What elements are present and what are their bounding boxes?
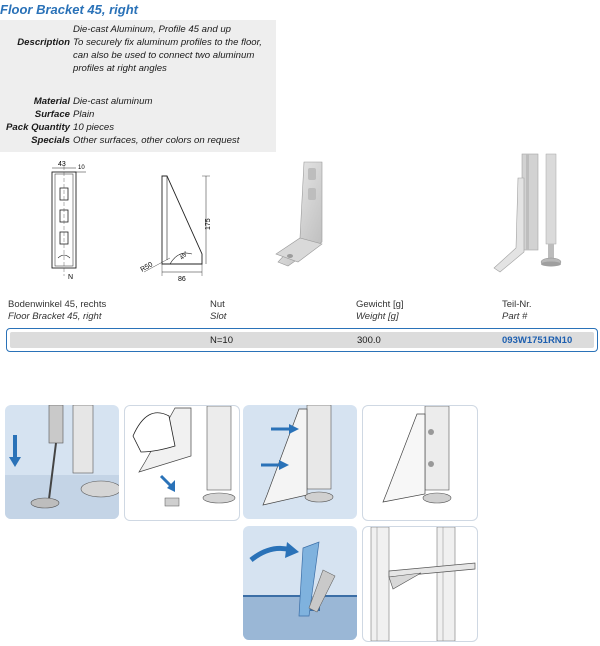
- dim-radius-label: R50: [140, 261, 154, 274]
- dim-angle-label: 45°: [179, 250, 190, 261]
- side-view-drawing: 175 86 R50 45°: [140, 175, 212, 283]
- row-part-number[interactable]: 093W1751RN10: [502, 335, 573, 346]
- row-weight-value: 300.0: [357, 335, 381, 346]
- col-part-en: Part #: [502, 310, 528, 322]
- dim-height-label: 175: [205, 218, 212, 230]
- spec-value: Die-cast Aluminum, Profile 45 and up: [73, 24, 232, 35]
- spec-key: Specials: [31, 135, 70, 146]
- step-cleaning-panel: [243, 526, 357, 640]
- spec-key: Pack Quantity: [6, 122, 70, 133]
- spec-value: 10 pieces: [73, 122, 115, 133]
- col-weight-header: Gewicht [g] Weight [g]: [356, 299, 404, 322]
- col-slot-de: Nut: [210, 299, 225, 310]
- slot-label: N: [68, 274, 73, 281]
- col-weight-de: Gewicht [g]: [356, 299, 404, 310]
- step-insert-panel: [124, 405, 240, 521]
- spec-value: To securely fix aluminum profiles to the…: [73, 37, 262, 48]
- spec-key: Description: [17, 37, 70, 48]
- dim-width-label: 86: [178, 276, 186, 283]
- mounted-render-image: [493, 153, 562, 273]
- spec-key: Surface: [34, 109, 70, 120]
- col-part-header: Teil-Nr. Part #: [502, 299, 532, 322]
- step-connect-panel: [362, 526, 478, 642]
- col-slot-header: Nut Slot: [210, 299, 226, 322]
- spec-key: Material: [33, 96, 70, 107]
- spec-block: Die-cast Aluminum, Profile 45 and up Des…: [0, 20, 276, 152]
- row-slot-value: N=10: [210, 335, 233, 346]
- col-product-en: Floor Bracket 45, right: [8, 310, 102, 322]
- spec-value: can also be used to connect two aluminum: [73, 50, 255, 61]
- dim-top-label: 43: [58, 161, 66, 168]
- step-screw-panel: [243, 405, 357, 519]
- spec-value: profiles at right angles: [73, 63, 167, 74]
- step-drill-panel: [5, 405, 119, 519]
- front-view-drawing: 43 10 N: [51, 161, 86, 281]
- col-product-de: Bodenwinkel 45, rechts: [8, 299, 107, 310]
- spec-value: Plain: [73, 109, 95, 120]
- dim-side-label: 10: [78, 165, 85, 171]
- col-product-header: Bodenwinkel 45, rechts Floor Bracket 45,…: [8, 299, 106, 322]
- spec-value: Die-cast aluminum: [73, 96, 153, 107]
- step-mounted-panel: [362, 405, 478, 521]
- spec-value: Other surfaces, other colors on request: [73, 135, 240, 146]
- bracket-render-image: [275, 161, 323, 267]
- table-row[interactable]: [6, 328, 598, 352]
- col-weight-en: Weight [g]: [356, 310, 399, 322]
- col-part-de: Teil-Nr.: [502, 299, 532, 310]
- product-title: Floor Bracket 45, right: [0, 2, 138, 17]
- col-slot-en: Slot: [210, 310, 227, 322]
